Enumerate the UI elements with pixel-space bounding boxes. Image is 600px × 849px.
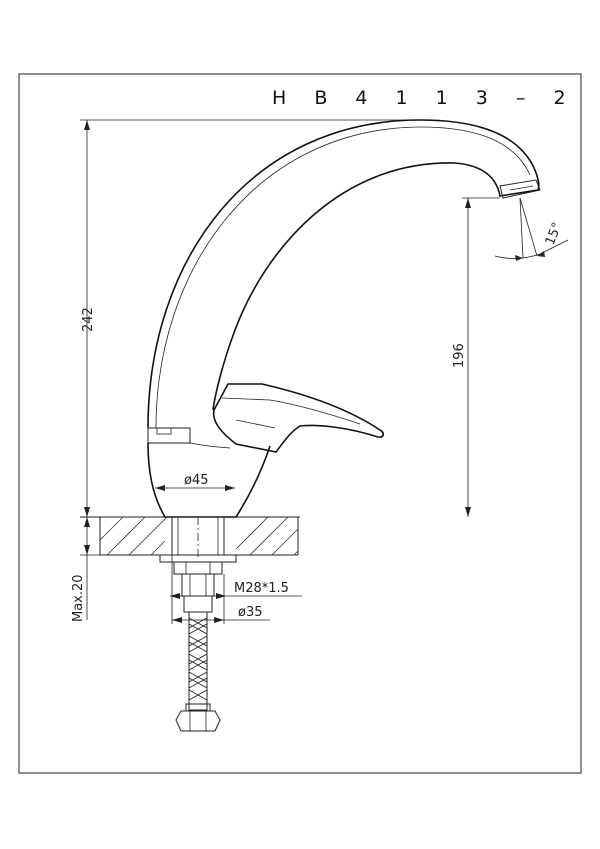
- countertop-hatch-left: [99, 516, 168, 556]
- dimension-thread: M28*1.5: [170, 581, 302, 599]
- dimension-196-label: 196: [452, 343, 467, 368]
- hose-braid: [188, 617, 208, 701]
- dimension-hole-diameter: ø35: [171, 555, 270, 624]
- drawing-frame: [18, 73, 582, 774]
- dimension-242: 242: [80, 119, 420, 517]
- dimension-242-label: 242: [81, 307, 96, 332]
- dimension-angle: 15°: [494, 197, 569, 261]
- countertop-section: [80, 516, 300, 556]
- dimension-196: 196: [452, 197, 500, 517]
- countertop-hatch-right: [235, 516, 299, 556]
- dimension-base-diameter-label: ø45: [184, 473, 209, 488]
- dimension-hole-diameter-label: ø35: [238, 605, 263, 620]
- lever-handle: [212, 383, 384, 453]
- dimension-max20-label: Max.20: [71, 574, 86, 622]
- model-title: H B 4 1 1 3 – 2: [272, 87, 577, 109]
- mounting-assembly: [159, 516, 237, 613]
- dimension-base-diameter: ø45: [155, 473, 235, 491]
- dimension-max20: Max.20: [71, 517, 100, 622]
- supply-hose: [175, 611, 221, 732]
- dimension-thread-label: M28*1.5: [234, 581, 289, 596]
- faucet-body: [147, 427, 271, 518]
- faucet-spout: [147, 119, 541, 429]
